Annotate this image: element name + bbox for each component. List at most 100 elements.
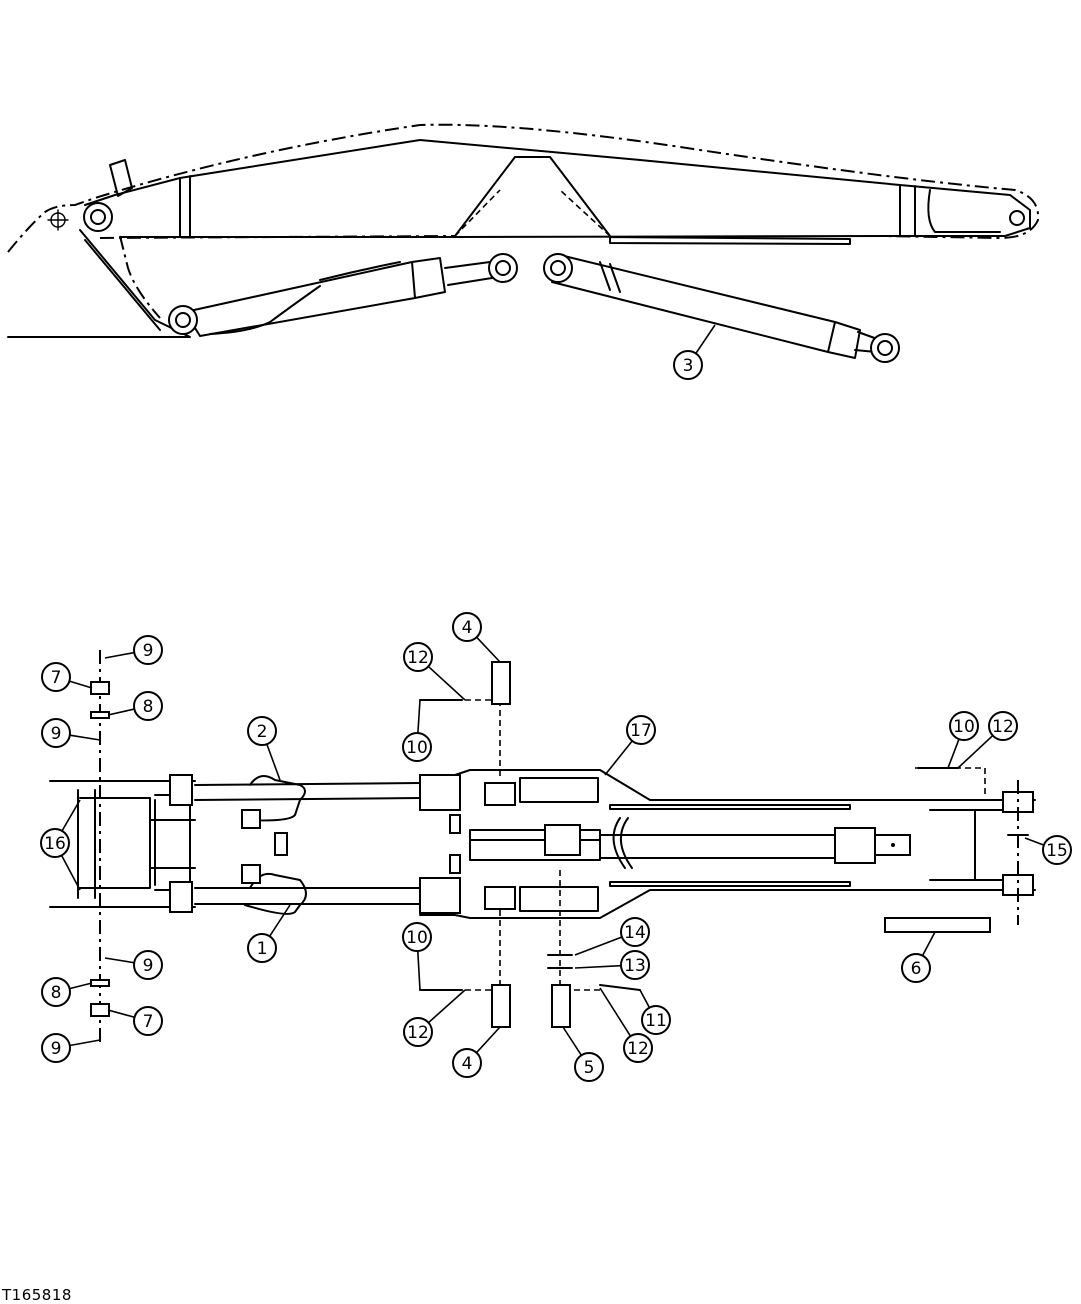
callout-circle — [40, 828, 70, 858]
arm-outline — [7, 123, 1040, 253]
callout-leader — [604, 740, 633, 776]
callout-circle — [452, 1048, 482, 1078]
pin-4-bottom — [491, 984, 511, 1028]
top-bracket — [109, 159, 133, 197]
callout-label: 9 — [51, 1039, 62, 1059]
callout-leader — [921, 931, 936, 956]
callout-leader — [639, 989, 651, 1009]
callout-label: 12 — [407, 648, 429, 668]
callout-circle — [626, 715, 656, 745]
pin-boss-bottom — [169, 881, 193, 913]
callout-label: 12 — [627, 1039, 649, 1059]
callout-leader — [957, 734, 994, 769]
callout-circle — [402, 732, 432, 762]
callout-leader — [695, 324, 716, 354]
callout-leader — [104, 651, 135, 659]
callout-circle — [133, 635, 163, 665]
callout-leader — [69, 680, 93, 689]
front-pin — [1009, 210, 1025, 226]
callout-label: 10 — [406, 738, 428, 758]
callout-circle — [988, 711, 1018, 741]
callout-leader — [476, 636, 501, 663]
callout-leader — [69, 1039, 101, 1047]
rear-pivot-inner — [90, 209, 106, 225]
callout-label: 12 — [407, 1023, 429, 1043]
collar-top — [419, 774, 461, 811]
callout-leader — [69, 734, 101, 741]
figure-id: T165818 — [2, 1286, 72, 1304]
callout-leader — [574, 936, 623, 956]
callout-label: 12 — [992, 717, 1014, 737]
callout-leader — [427, 989, 466, 1024]
callout-circle — [901, 953, 931, 983]
arm-upper-body — [84, 139, 1031, 238]
pin-5 — [551, 984, 571, 1028]
callout-circle — [452, 612, 482, 642]
pin-6 — [884, 917, 991, 933]
callout-circle — [133, 691, 163, 721]
callout-label: 9 — [143, 956, 154, 976]
callout-circle — [41, 662, 71, 692]
callout-leader — [104, 957, 135, 964]
center-block — [544, 824, 581, 856]
cyl-head — [834, 827, 876, 864]
callout-leader — [107, 1009, 135, 1019]
callout-circle — [41, 1033, 71, 1063]
callout-label: 9 — [143, 641, 154, 661]
callout-leader — [475, 1026, 501, 1054]
callout-label: 6 — [911, 959, 922, 979]
cyl-eye — [870, 333, 900, 363]
plate-bottom — [609, 881, 851, 887]
callout-circle — [620, 950, 650, 980]
callout-circle — [1042, 835, 1072, 865]
callout-circle — [41, 977, 71, 1007]
callout-circle — [620, 917, 650, 947]
callout-label: 1 — [257, 939, 268, 959]
bushing-bottom — [90, 1003, 110, 1017]
lug-top — [484, 782, 516, 806]
clamp-top — [241, 809, 261, 829]
rear-pivot — [83, 202, 113, 232]
callout-leader — [947, 738, 960, 769]
callout-label: 4 — [462, 618, 473, 638]
slot-top — [519, 777, 599, 803]
cyl-rear-pivot — [543, 253, 573, 283]
callout-leader — [107, 708, 135, 716]
rear-cyl-pivot — [168, 305, 198, 335]
callout-label: 7 — [143, 1012, 154, 1032]
callout-label: 2 — [257, 722, 268, 742]
callout-leader — [417, 699, 421, 734]
callout-leader — [574, 964, 622, 969]
clamp-mid — [274, 832, 288, 856]
lug-bottom — [484, 886, 516, 910]
center-cylinder — [469, 829, 836, 861]
mid-pivot — [488, 253, 518, 283]
side-view — [7, 123, 1040, 363]
bushing-top — [90, 681, 110, 695]
callout-circle — [133, 950, 163, 980]
bolt-11 — [599, 984, 641, 991]
callout-label: 4 — [462, 1054, 473, 1074]
plate-top — [609, 804, 851, 810]
callout-circle — [403, 1017, 433, 1047]
callout-circle — [41, 718, 71, 748]
pyramid-hidden — [454, 189, 611, 237]
pyramid-mount — [454, 156, 611, 237]
callout-label: 10 — [406, 928, 428, 948]
callout-circle — [949, 711, 979, 741]
rear-bracket — [179, 175, 191, 237]
callout-label: 9 — [51, 724, 62, 744]
arm-lower-line — [99, 235, 456, 319]
callout-leader — [427, 665, 466, 701]
rear-cylinder — [184, 257, 493, 337]
callout-circle — [641, 1005, 671, 1035]
callout-circle — [623, 1033, 653, 1063]
callout-label: 11 — [645, 1011, 667, 1031]
callout-leader — [266, 743, 281, 781]
top-view — [49, 650, 1036, 1045]
base-line — [7, 229, 191, 338]
callout-leader — [1024, 837, 1045, 846]
callout-circle — [247, 716, 277, 746]
callout-label: 17 — [630, 721, 652, 741]
